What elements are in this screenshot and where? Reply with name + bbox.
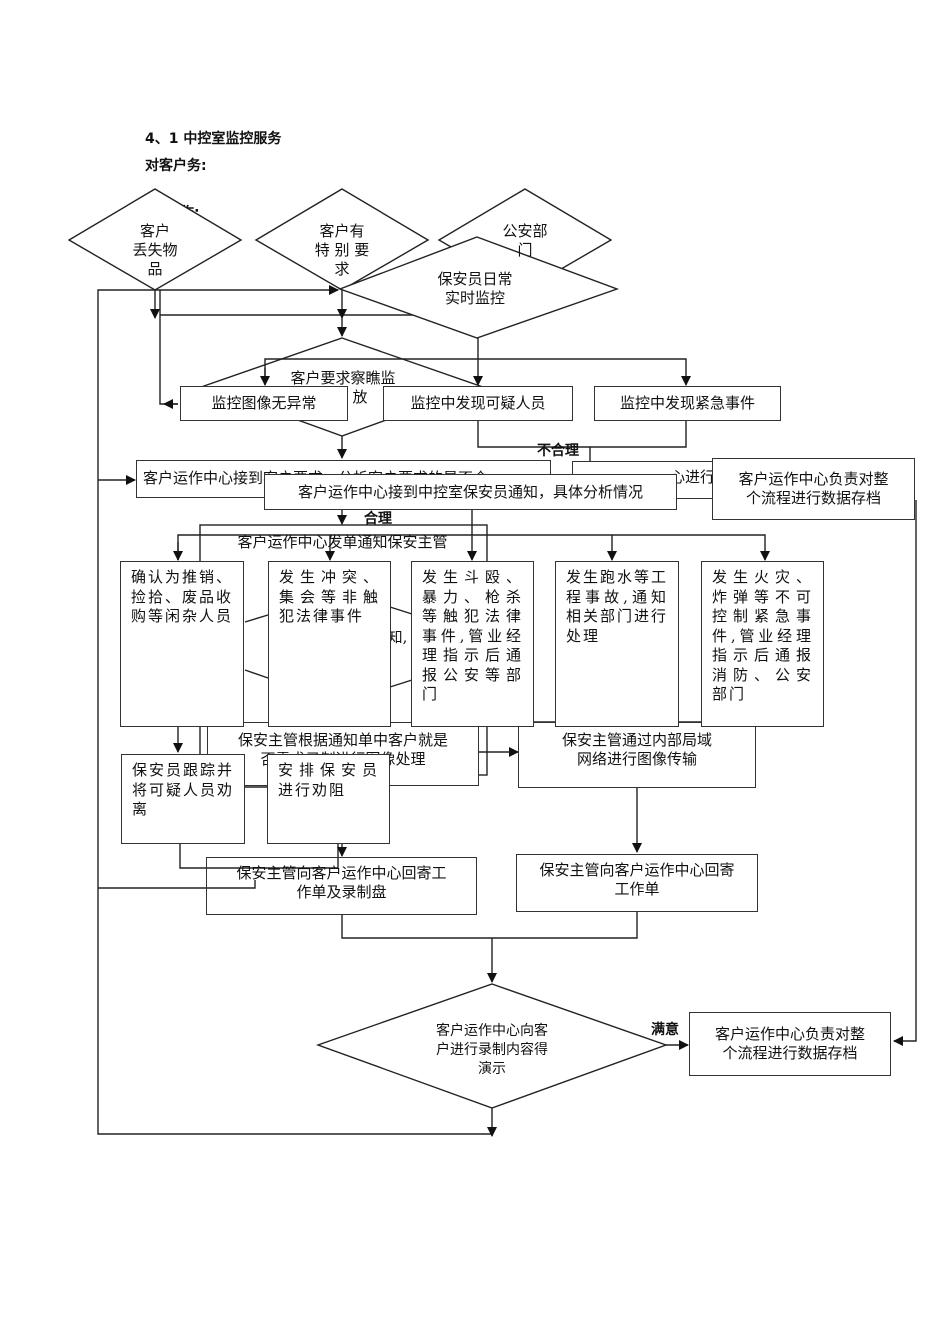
final-decision-label: 客户运作中心向客 户进行录制内容得 演示 <box>436 1023 548 1077</box>
box-ops-receive-notice: 客户运作中心接到中控室保安员通知，具体分析情况 <box>264 474 677 510</box>
section-title: 4、1 中控室监控服务 <box>145 131 282 147</box>
diamond-lost-items <box>67 188 243 291</box>
box-incident-flood: 发生跑水等工程事故,通知相关部门进行处理 <box>555 561 679 727</box>
diamond-daily-monitoring <box>337 236 620 339</box>
hidden-fragment-mid: 知, <box>385 628 410 647</box>
box-return-order: 保安主管向客户运作中心回寄 工作单 <box>516 854 758 912</box>
box-guard-track: 保安员跟踪并将可疑人员劝离 <box>121 754 245 844</box>
box-supervisor-transfer: 保安主管通过内部局域 网络进行图像传输 <box>518 722 756 788</box>
box-incident-fire: 发生火灾、炸弹等不可控制紧急事件,管业经理指示后通报消防、公安部门 <box>701 561 824 727</box>
loop-line-left-3 <box>98 880 256 889</box>
diamond-police-label: 公安部 门 <box>502 222 548 259</box>
box-incident-vendors: 确认为推销、捡拾、废品收购等闲杂人员 <box>120 561 244 727</box>
box-guard-dissuade: 安排保安员进行劝阻 <box>267 754 390 844</box>
return-order-text: 保安主管向客户运作中心回寄 工作单 <box>539 861 735 898</box>
diamond-daily-monitoring-label: 保安员日常 实时监控 <box>437 270 513 307</box>
diamond-special-request-label: 客户有 特 别 要 求 <box>314 222 370 278</box>
box-return-order-disc: 保安主管向客户运作中心回寄工 作单及录制盘 <box>206 857 477 915</box>
box-no-anomaly: 监控图像无异常 <box>180 386 348 421</box>
subtitle: 对客户务: <box>145 158 207 174</box>
archive-bottom-text: 客户运作中心负责对整 个流程进行数据存档 <box>714 1025 865 1062</box>
label-satisfied: 满意 <box>651 1022 679 1038</box>
diamond-review-request <box>201 337 483 437</box>
diamond-final <box>315 983 669 1109</box>
return-order-disc-text: 保安主管向客户运作中心回寄工 作单及录制盘 <box>236 864 447 901</box>
label-reasonable: 合理 <box>364 511 392 527</box>
box-incident-fight: 发生斗殴、暴力、枪杀等触犯法律事件,管业经理指示后通报公安等部门 <box>411 561 534 727</box>
box-suspicious-person: 监控中发现可疑人员 <box>383 386 573 421</box>
review-request-label-1: 客户要求察瞧监 <box>290 369 396 387</box>
dispatch-notice-label: 客户运作中心发单通知保安主管 <box>237 533 448 551</box>
box-emergency: 监控中发现紧急事件 <box>594 386 781 421</box>
box-archive-top: 客户运作中心负责对整 个流程进行数据存档 <box>712 458 915 520</box>
box-incident-conflict: 发生冲突、集会等非触犯法律事件 <box>268 561 391 727</box>
box-archive-bottom: 客户运作中心负责对整 个流程进行数据存档 <box>689 1012 891 1076</box>
review-request-label-2: 放 <box>352 388 368 406</box>
supervisor-transfer-text: 保安主管通过内部局域 网络进行图像传输 <box>561 731 712 768</box>
loop-line-left <box>97 285 492 1135</box>
archive-top-text: 客户运作中心负责对整 个流程进行数据存档 <box>738 470 889 507</box>
label-unreasonable: 不合理 <box>537 443 579 459</box>
diamond-lost-items-label: 客户 丢失物 品 <box>132 222 178 278</box>
